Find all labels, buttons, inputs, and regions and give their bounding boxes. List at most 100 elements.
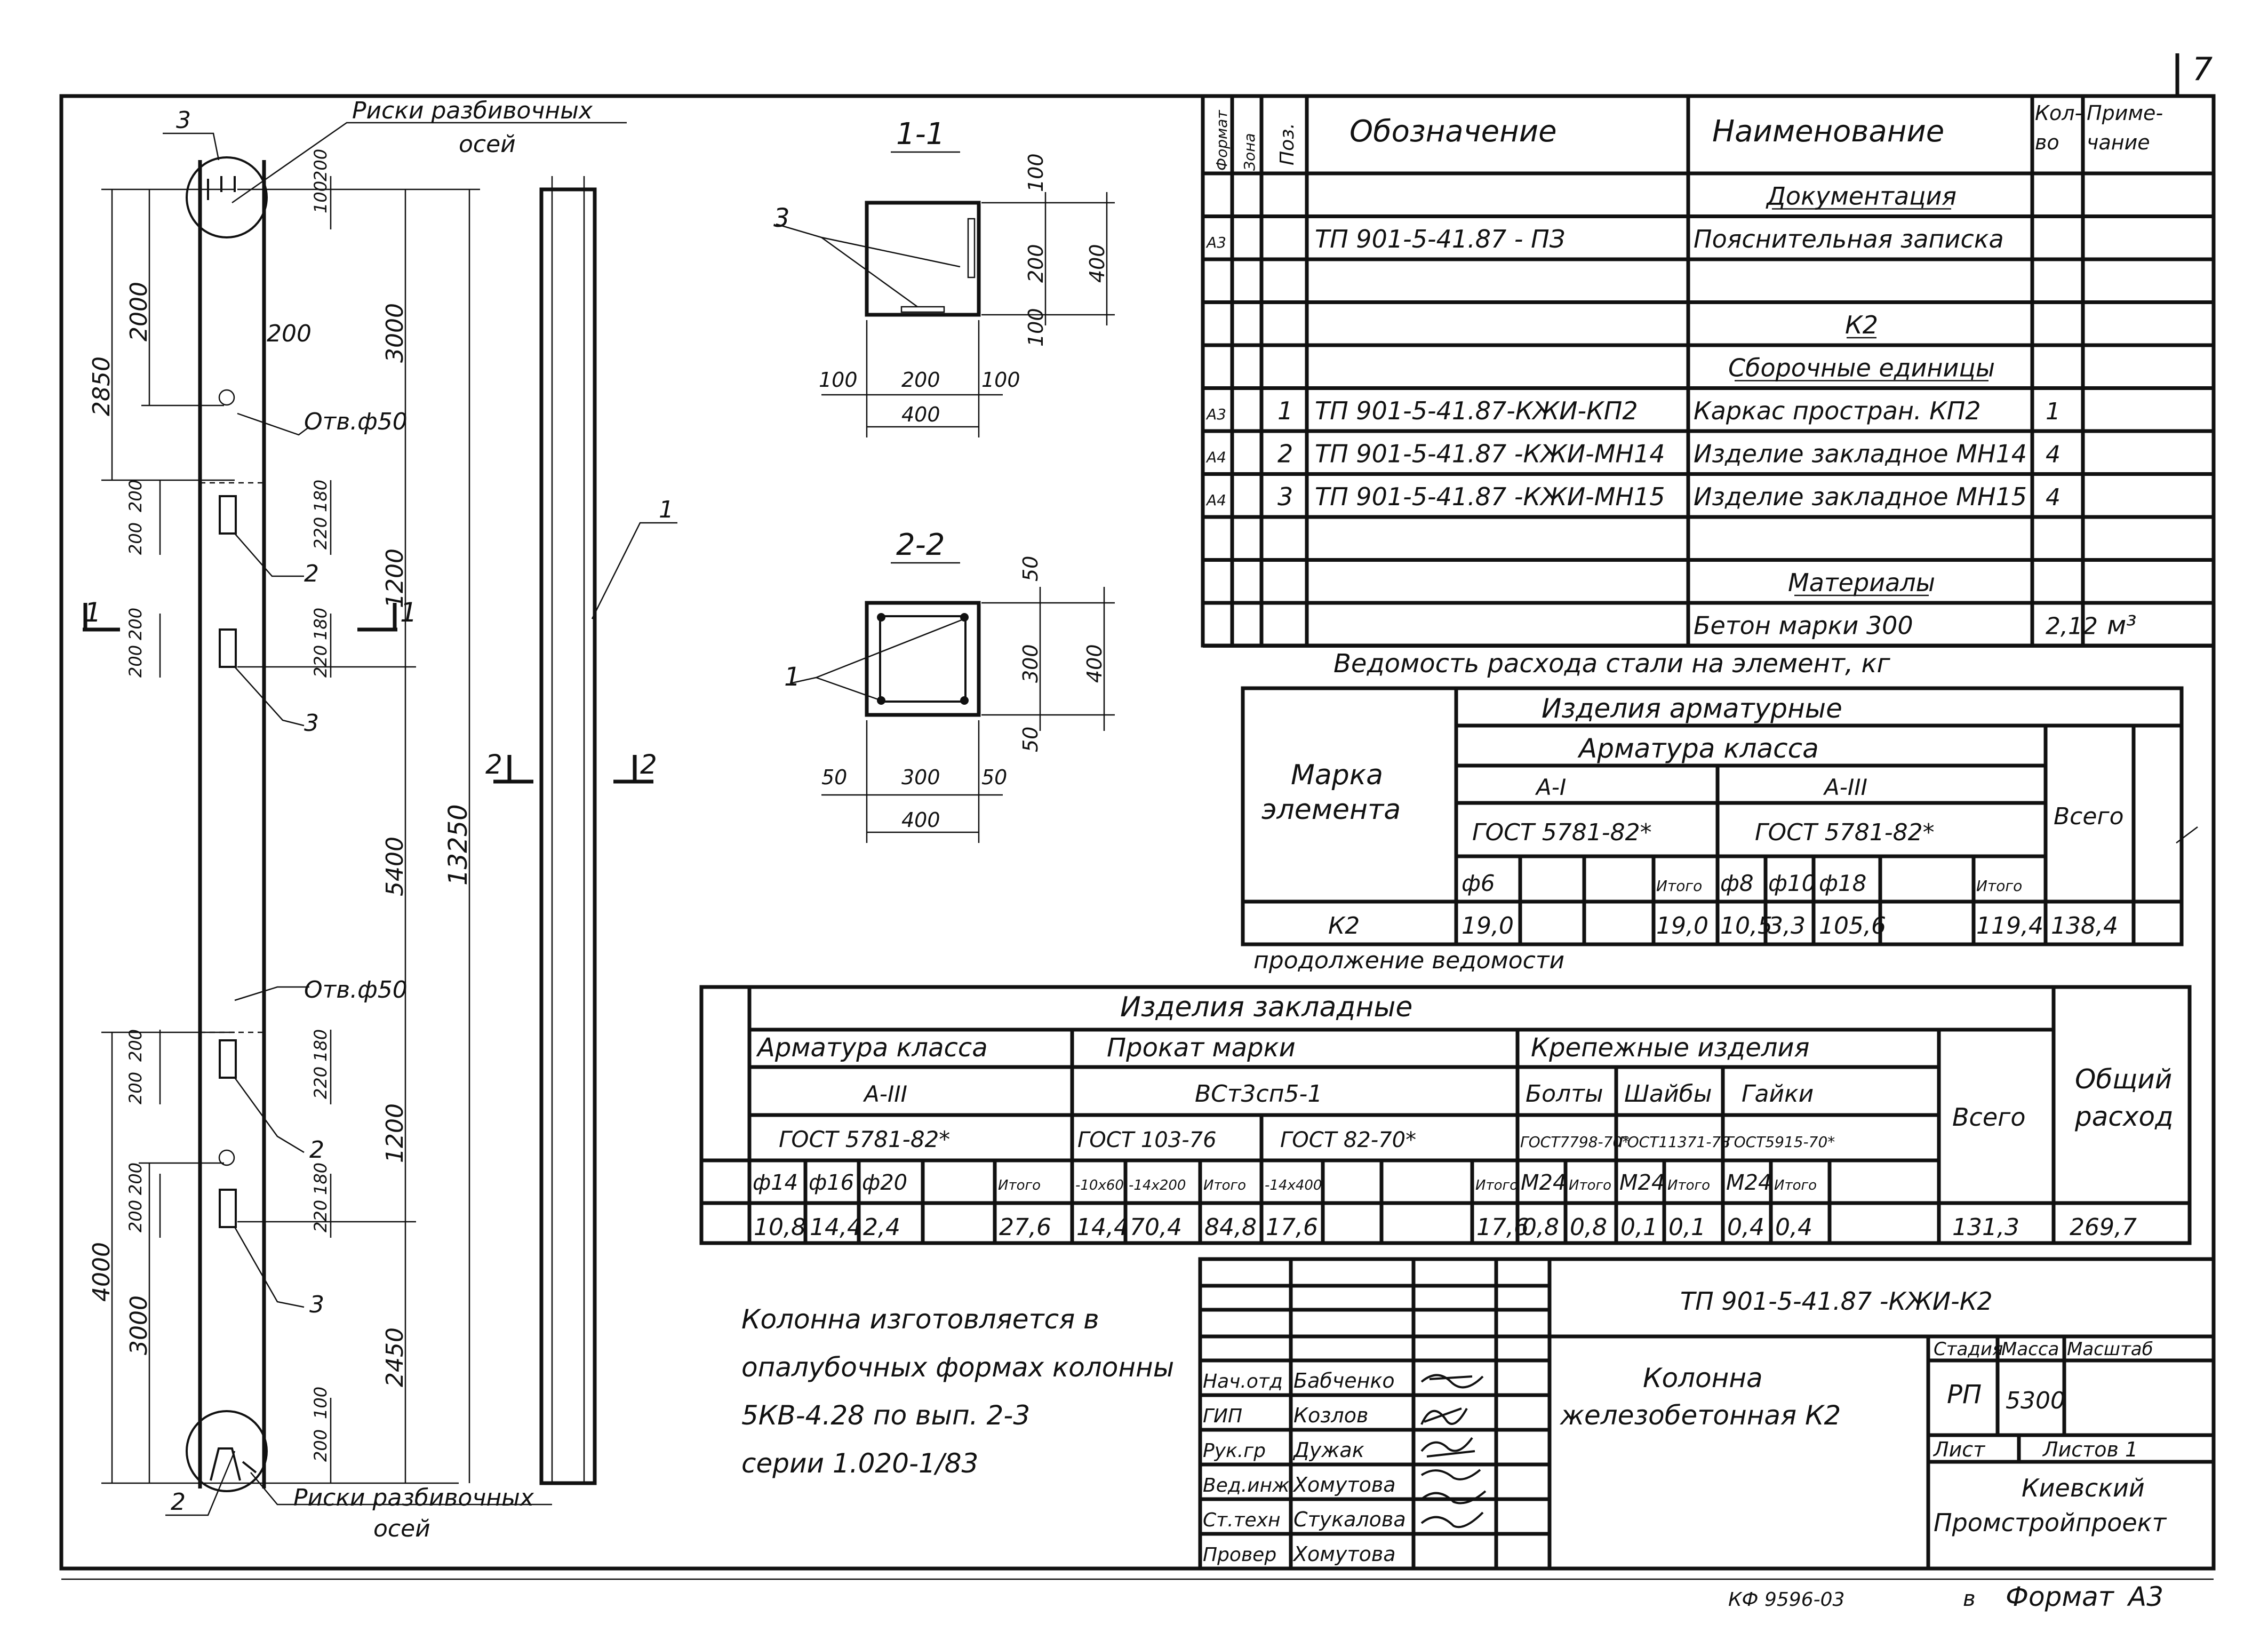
note-line-4: серии 1.020-1/83 [741, 1448, 978, 1479]
spec-cell-format: А4 [1205, 491, 1226, 509]
spec-cell-format: А3 [1205, 405, 1226, 423]
dim-text: 100 [1024, 308, 1048, 347]
dim-text: 100 [819, 368, 858, 392]
cont-cell: 0,1 [1668, 1214, 1706, 1241]
steel-h-mark-2: элемента [1261, 794, 1401, 826]
steel-table: Ведомость расхода стали на элемент, кг М… [1241, 649, 2198, 946]
manufacturing-note: Колонна изготовляется в опалубочных форм… [741, 1304, 1174, 1479]
cont-h-krep: Крепежные изделия [1531, 1033, 1810, 1063]
dim-small: 200 [125, 522, 146, 555]
hole-label-1: Отв.ф50 [304, 408, 408, 435]
cont-cell: 17,6 [1476, 1214, 1529, 1241]
cont-subheader: Итого [1667, 1177, 1710, 1193]
steel-cell: 119,4 [1976, 912, 2043, 940]
cont-cell: 0,8 [1522, 1214, 1559, 1241]
section-2-2-callout: 1 [784, 662, 801, 692]
spec-header-zone: Зона [1241, 133, 1258, 171]
cont-h-gayki: Гайки [1742, 1080, 1814, 1108]
section-1-1-title: 1-1 [896, 117, 945, 152]
cont-h-vsego: Всего [1952, 1103, 2025, 1132]
callout-1-side: 1 [659, 496, 674, 523]
cont-cell: 84,8 [1204, 1214, 1257, 1241]
dim-13250: 13250 [443, 804, 473, 886]
footer-format: А3 [2127, 1581, 2163, 1612]
stamp-role: Ст.техн [1203, 1509, 1281, 1531]
cont-subheader: Итого [1569, 1177, 1611, 1193]
dim-1200-b: 1200 [381, 1103, 409, 1163]
spec-cell-name: Сборочные единицы [1728, 354, 1995, 383]
cont-subheader: ф14 [753, 1171, 798, 1195]
cont-h-obsh-2: расход [2074, 1101, 2174, 1132]
stamp-role: Рук.гр [1203, 1440, 1266, 1462]
dim-small: 200 [125, 1200, 146, 1232]
dim-1200-a: 1200 [381, 548, 409, 608]
spec-cell-format: А3 [1205, 234, 1226, 251]
steel-cell: 3,3 [1768, 912, 1806, 940]
spec-header-designation: Обозначение [1349, 114, 1557, 149]
cont-subheader: ф20 [862, 1171, 907, 1195]
dim-small: 200 [125, 480, 146, 512]
dim-text: 200 [901, 368, 940, 392]
note-line-3: 5КВ-4.28 по вып. 2-3 [741, 1400, 1030, 1431]
dim-text: 50 [1019, 556, 1042, 582]
section-2-2-title: 2-2 [896, 528, 945, 562]
cont-h-gost-s: ГОСТ11371-78 [1619, 1133, 1730, 1151]
spec-cell-designation: ТП 901-5-41.87 -КЖИ-МН15 [1315, 482, 1665, 511]
steel-h-mark-1: Марка [1291, 759, 1383, 791]
stamp-name: Дужак [1292, 1438, 1364, 1462]
spec-cell-name: Материалы [1788, 568, 1935, 597]
stamp-org-1: Киевский [2022, 1474, 2145, 1502]
continuation-table: продолжение ведомости Изделия закладные … [699, 947, 2192, 1245]
signature-3 [1420, 1437, 1475, 1458]
cont-h-gost-103: ГОСТ 103-76 [1077, 1128, 1217, 1152]
stamp-name: Козлов [1293, 1404, 1368, 1427]
dim-3000-right: 3000 [381, 303, 409, 363]
cont-subheader: Итого [1774, 1177, 1817, 1193]
dim-text: 400 [1083, 644, 1106, 683]
section-mark-2-left: 2 [485, 749, 502, 780]
dim-text: 300 [901, 766, 940, 789]
steel-h-izd: Изделия арматурные [1542, 693, 1842, 724]
dim-small: 200 [125, 1029, 146, 1062]
stamp-name: Хомутова [1292, 1542, 1396, 1566]
dim-small: 200 [125, 1163, 146, 1195]
cont-cell: 0,8 [1570, 1214, 1607, 1241]
spec-cell-format: А4 [1205, 449, 1226, 466]
stamp-h-massa: Масса [2001, 1339, 2059, 1360]
dim-small: 200 [125, 645, 146, 678]
dim-small: 200 [310, 1429, 331, 1462]
dim-text: 50 [821, 766, 847, 789]
dim-text: 100 [981, 368, 1020, 392]
dim-4000: 4000 [88, 1242, 115, 1302]
steel-subheader: ф6 [1462, 870, 1495, 896]
hole-label-2: Отв.ф50 [304, 976, 408, 1004]
steel-h-gost2: ГОСТ 5781-82* [1755, 819, 1935, 846]
spec-cell-name: Документация [1766, 182, 1956, 211]
column-side-view [539, 176, 677, 1485]
spec-header-pos: Поз. [1276, 123, 1298, 165]
cont-subheader: М24 [1619, 1171, 1665, 1195]
cont-subheader: Итого [1203, 1177, 1246, 1193]
note-line-1: Колонна изготовляется в [741, 1304, 1099, 1335]
dim-text: 200 [1024, 244, 1048, 283]
spec-header-note-2: чание [2087, 131, 2150, 154]
spec-header-name: Наименование [1712, 114, 1944, 149]
dim-small: 220 [310, 1066, 331, 1099]
cont-h-arm: Арматура класса [756, 1033, 988, 1063]
footer-b: в [1963, 1587, 1976, 1611]
spec-cell-qty: 2,12 [2046, 613, 2098, 640]
stamp-role: Нач.отд [1203, 1371, 1283, 1392]
cont-subheader: -14х200 [1129, 1177, 1186, 1193]
page-number: 7 [2192, 51, 2213, 88]
signature-1 [1420, 1374, 1484, 1389]
steel-h-gost1: ГОСТ 5781-82* [1472, 819, 1652, 846]
spec-header-qty-2: во [2035, 131, 2059, 154]
spec-cell-qty: 4 [2046, 484, 2061, 511]
stamp-code: ТП 901-5-41.87 -КЖИ-К2 [1680, 1287, 1993, 1316]
spec-cell-name: Каркас простран. КП2 [1694, 396, 1981, 425]
spec-cell-qty: 4 [2046, 441, 2061, 468]
